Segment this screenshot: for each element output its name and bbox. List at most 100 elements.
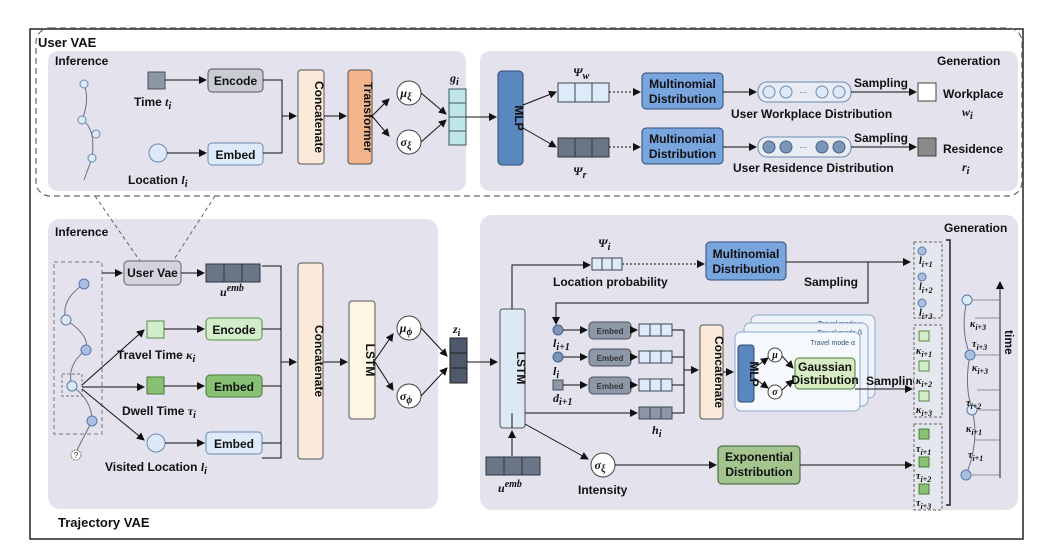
tv-embed-dwell-label: Embed [214,380,254,394]
svg-text:μξ: μξ [399,86,412,103]
uv-workplace-label: Workplace [943,87,1004,101]
tv-time-axis-label: time [1002,330,1016,355]
tv-trajectory-frame [53,261,103,435]
uv-psi-r-sub: r [583,170,587,181]
tv-gen-tau-3-sub: i+3 [920,502,931,511]
tv-tl-3: κ [972,363,978,374]
tv-dec-u-emb-vector [485,456,541,476]
tv-sampling-gaussian: Sampling [866,374,920,388]
uv-concatenate-label: Concatenate [312,81,326,153]
uv-multinomial-workplace-l2: Distribution [649,92,716,106]
tv-tl-4: τ [966,398,971,409]
tv-user-vae-label: User Vae [127,266,178,280]
uv-encode-label: Encode [214,74,258,88]
tv-travel-time-label: Travel Time [117,348,183,362]
uv-mlp-label: MLP [512,105,526,130]
uv-workplace-sym: w [962,105,971,119]
tv-u-emb-vector [205,263,261,283]
tv-gen-l-3-sub: i+3 [922,312,933,321]
uv-trajectory-node [87,153,97,163]
tv-visited-location-node [146,433,166,453]
uv-multinomial-residence-l1: Multinomial [649,132,716,146]
tv-in-d-sub: i+1 [559,397,572,408]
uv-residence-label: Residence [943,142,1003,156]
tv-in-l-next: l [553,336,557,350]
tv-tl-1: κ [970,319,976,330]
tv-dec-concatenate-label: Concatenate [712,336,726,408]
tv-encode-label: Encode [212,323,256,337]
svg-text:τi+1: τi+1 [916,444,931,457]
tv-intensity-sigma: σ [595,458,602,472]
uv-mu-sub: ξ [407,92,412,103]
uv-workplace-square [917,82,937,102]
tv-dec-sigma-node [767,384,783,400]
tv-gen-kappa-3-sub: i+3 [921,409,932,418]
tv-inference-title: Inference [55,225,109,239]
uv-mu: μ [399,86,407,100]
tv-dec-embed-3-label: Embed [597,382,624,391]
tv-in-l-node [552,351,564,363]
svg-text:wi: wi [962,105,973,122]
svg-text:Visited Location li: Visited Location li [105,460,207,477]
uv-multinomial-residence-box [641,127,724,165]
uv-location-label: Location [128,173,178,187]
uv-sampling-residence: Sampling [854,131,908,145]
svg-text:Time ti: Time ti [134,95,171,112]
uv-sampling-workplace: Sampling [854,76,908,90]
svg-text:li: li [553,364,559,381]
user-vae-inference-title: Inference [55,54,109,68]
tv-multinomial-box [705,241,787,281]
tv-visited-sym: l [201,460,205,474]
tv-gen-bracket [946,239,951,506]
tv-gen-kappa-2: κ [916,376,922,387]
uv-residence-sub: i [967,166,970,177]
tv-travel-sub: i [193,354,196,365]
svg-text:gi: gi [449,71,459,88]
tv-mu: μ [399,321,407,335]
tv-location-probability: Location probability [553,275,668,289]
tv-concatenate-label: Concatenate [312,325,326,397]
tv-sigma-sub: ϕ [406,395,412,406]
tv-dec-u-emb: u [498,481,505,495]
tv-z: z [452,322,458,336]
tv-in-l-sub: i [556,370,559,381]
tv-z-sub: i [458,328,461,339]
svg-text:τi+3: τi+3 [916,498,931,511]
tv-in-l-next-node [552,324,564,336]
tv-gaussian-l1: Gaussian [798,360,852,374]
uv-trajectory-node [77,115,87,125]
tv-travel-mode-alpha: Travel mode α [810,340,855,347]
tv-tl-3-sub: i+3 [977,367,988,376]
tv-u-emb: u [220,285,227,299]
tv-dwell-sym: τ [188,404,194,418]
svg-text:τi+1: τi+1 [968,450,983,463]
tv-gen-l-2: l [919,282,922,293]
user-vae-title: User VAE [38,35,97,50]
svg-text:τi+2: τi+2 [916,471,931,484]
uv-time-sub: i [168,101,171,112]
svg-text:uemb: uemb [498,479,522,495]
svg-text:li+1: li+1 [919,256,933,269]
uv-workplace-dist-label: User Workplace Distribution [731,107,892,121]
tv-tl-2: τ [972,339,977,350]
tv-gen-tau-1: τ [916,444,921,455]
tv-visited-sub: i [204,466,207,477]
uv-residence-sym: r [962,160,967,174]
uv-mlp-box [497,70,524,166]
tv-dec-u-emb-sup: emb [505,479,522,490]
uv-trajectory-node [79,79,89,89]
uv-psi-w-sub: w [583,71,590,82]
tv-tl-5-sub: i+1 [971,428,982,437]
tv-gen-kappa-3: κ [916,405,922,416]
svg-text:τi+3: τi+3 [972,339,987,352]
tv-psi: Ψ [598,236,609,250]
svg-text:σξ: σξ [401,135,412,152]
tv-dec-mu: μ [771,350,778,361]
svg-text:κi+1: κi+1 [966,424,982,437]
uv-transformer-box [347,69,373,165]
tv-in-d-square [552,379,564,391]
uv-g-vector [448,88,467,146]
uv-residence-square [917,137,937,157]
tv-tl-2-sub: i+3 [976,343,987,352]
